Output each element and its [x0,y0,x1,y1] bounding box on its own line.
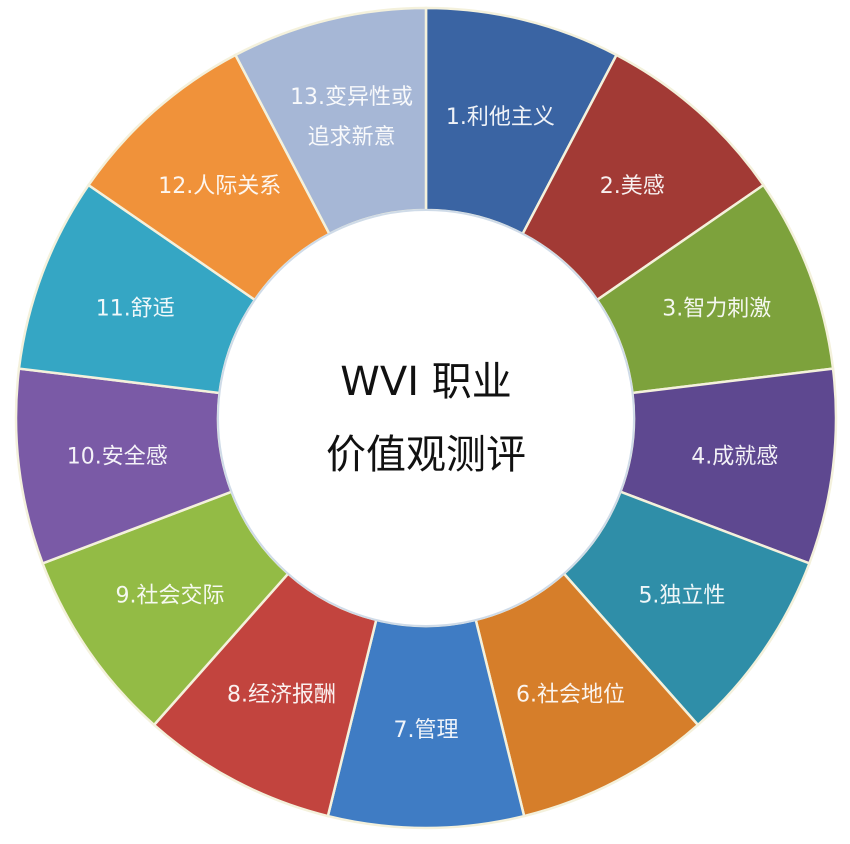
segments-group [14,6,838,830]
segment-label-6: 6.社会地位 [516,682,625,707]
segment-label-12: 12.人际关系 [158,174,281,199]
segment-label-10: 10.安全感 [67,444,168,469]
segment-label-13: 13.变异性或追求新意 [290,85,413,150]
segment-label-2: 2.美感 [600,174,665,199]
segment-label-5: 5.独立性 [638,584,725,609]
segment-label-7: 7.管理 [394,718,459,743]
segment-label-9: 9.社会交际 [116,584,225,609]
segment-label-4: 4.成就感 [691,444,778,469]
center-title-line2: 价值观测评 [326,432,526,478]
segment-label-3: 3.智力刺激 [662,297,771,322]
segment-label-11: 11.舒适 [96,297,175,322]
segment-label-8: 8.经济报酬 [227,682,336,707]
center-circle [217,209,635,627]
labels-group: 1.利他主义 2.美感 3.智力刺激 4.成就感 5.独立性 6.社会地位 7.管理 8.经济… [67,85,778,743]
center-title-line1: WVI 职业 [340,359,511,405]
segment-label-1: 1.利他主义 [446,105,555,130]
